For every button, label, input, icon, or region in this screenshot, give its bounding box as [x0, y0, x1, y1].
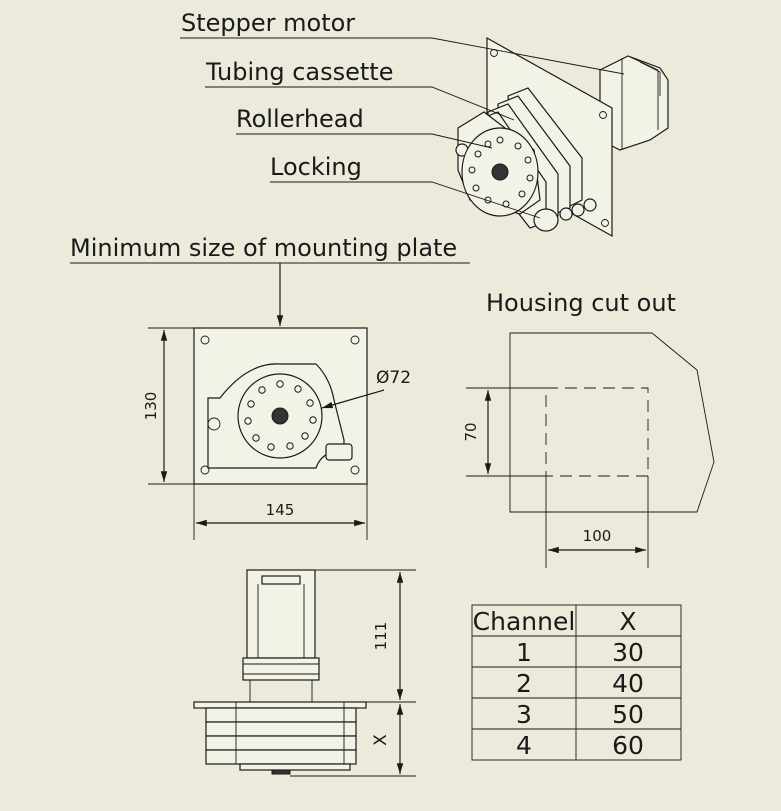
plate-height-label: 130: [142, 392, 160, 421]
diameter-label: Ø72: [376, 368, 411, 388]
callout-locking: Locking: [270, 153, 362, 181]
x-dimension-label: X: [371, 734, 391, 746]
table-cell-channel: 1: [516, 638, 532, 667]
mounting-plate-front-view: [193, 327, 385, 485]
side-view-dimensions: [290, 569, 416, 777]
plate-width-label: 145: [266, 501, 295, 519]
table-cell-x: 50: [612, 700, 644, 729]
channel-table: [471, 604, 682, 761]
table-cell-channel: 2: [516, 669, 532, 698]
callout-rollerhead: Rollerhead: [236, 105, 364, 133]
table-cell-x: 30: [612, 638, 644, 667]
motor-height-label: 111: [372, 622, 390, 651]
pump-side-view: [193, 569, 367, 775]
table-cell-channel: 3: [516, 700, 532, 729]
callout-stepper-motor: Stepper motor: [181, 9, 355, 37]
pump-isometric-view: [455, 36, 669, 238]
table-cell-channel: 4: [516, 731, 532, 760]
table-header-x: X: [619, 607, 636, 636]
housing-cutout-title: Housing cut out: [486, 289, 676, 317]
table-cell-x: 40: [612, 669, 644, 698]
cutout-width-label: 100: [583, 527, 612, 545]
housing-cutout-view: [466, 332, 715, 568]
callout-tubing-cassette: Tubing cassette: [205, 58, 393, 86]
mounting-plate-dimensions: [148, 327, 368, 540]
mounting-plate-title: Minimum size of mounting plate: [70, 234, 457, 262]
cutout-height-label: 70: [462, 422, 480, 441]
table-cell-x: 60: [612, 731, 644, 760]
callout-leaders: [180, 37, 625, 219]
table-header-channel: Channel: [473, 607, 576, 636]
